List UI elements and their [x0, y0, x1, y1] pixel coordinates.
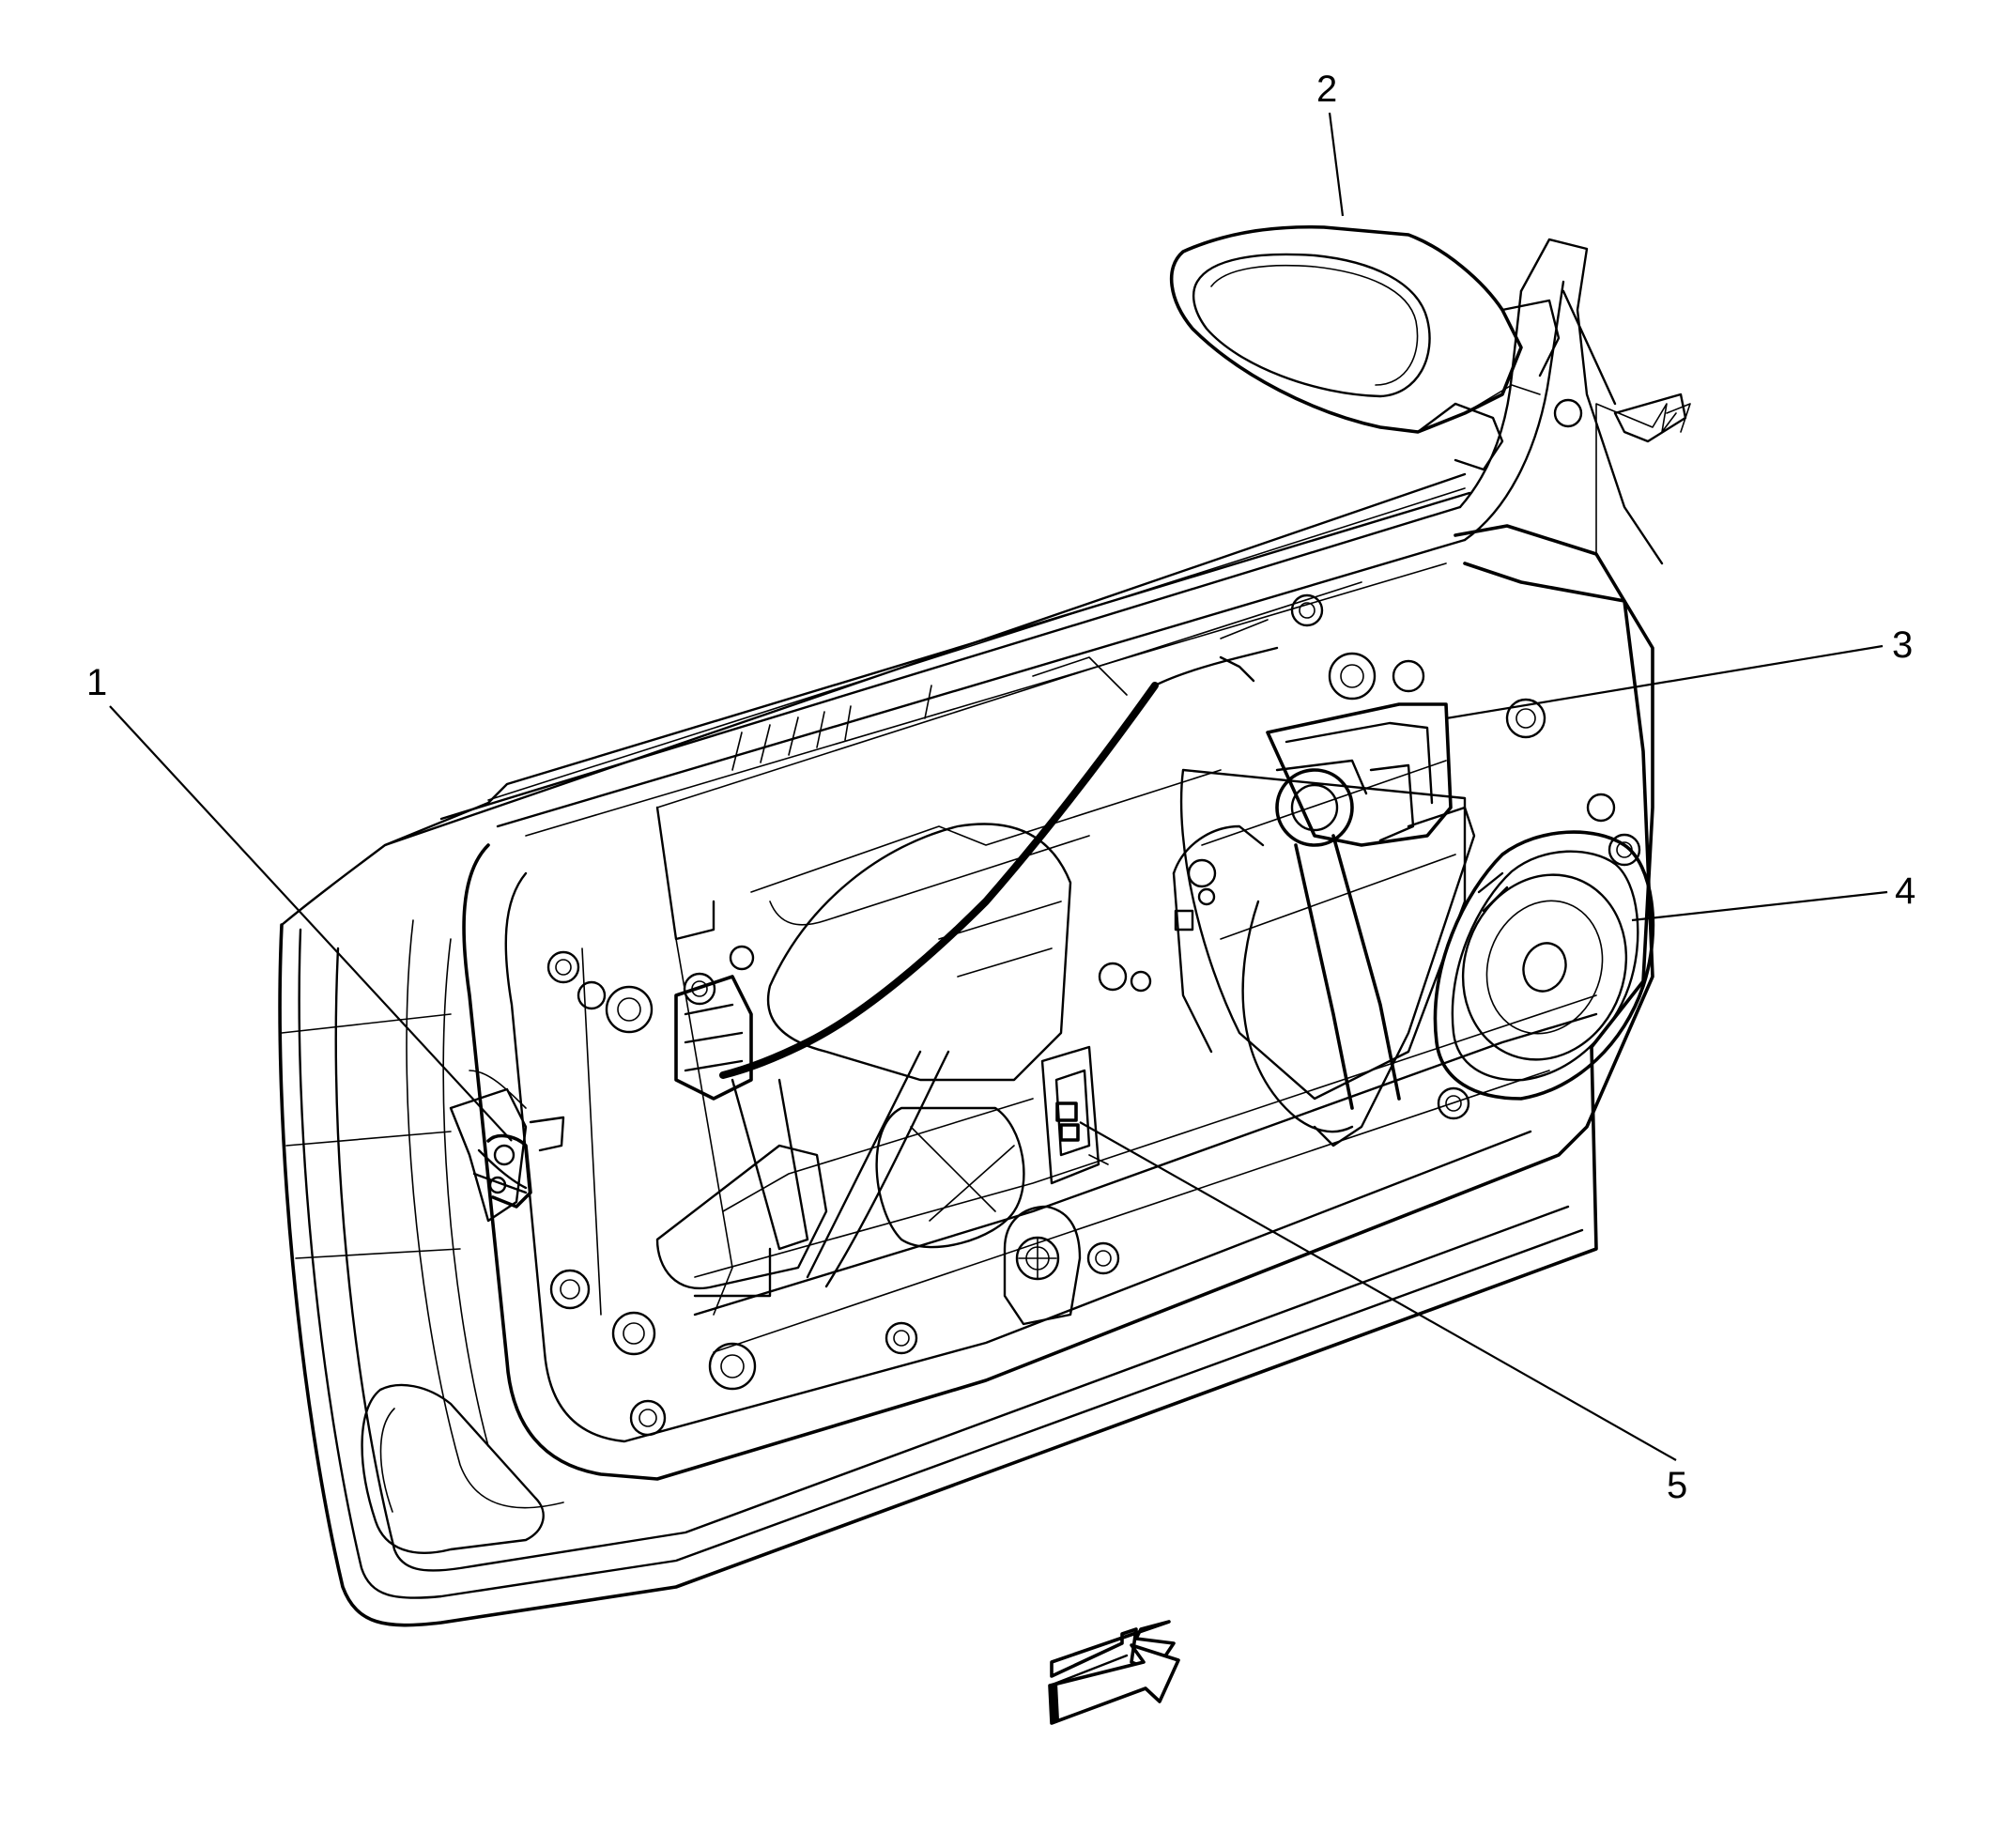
wiring-harness	[719, 646, 1279, 1079]
leader-line-3	[1445, 644, 1884, 720]
callout-2: 2	[1316, 69, 1337, 110]
door-outer-shell	[278, 491, 1654, 1627]
window-regulator	[1172, 702, 1476, 1147]
leader-lines	[109, 112, 1888, 1461]
front-direction-arrow-icon	[1048, 1620, 1180, 1725]
door-harness-connector	[1040, 1045, 1109, 1185]
beltline-frame	[383, 238, 1691, 847]
callout-1: 1	[86, 662, 107, 703]
callout-5: 5	[1667, 1465, 1687, 1506]
inner-door-panel	[449, 562, 1654, 1481]
regulator-bracket-front	[674, 975, 950, 1298]
leader-line-1	[109, 705, 513, 1142]
mounting-holes	[546, 398, 1641, 1437]
vent-grille	[1003, 1205, 1082, 1326]
door-speaker	[1433, 830, 1655, 1101]
door-lock-latch	[486, 1116, 565, 1209]
callout-4: 4	[1895, 870, 1915, 912]
leader-line-4	[1631, 890, 1888, 922]
callout-labels: 1 2 3 4 5	[86, 69, 1915, 1506]
leader-line-2	[1328, 112, 1345, 217]
leader-line-5	[1079, 1121, 1677, 1461]
callout-3: 3	[1892, 624, 1913, 666]
outside-rearview-mirror	[1169, 224, 1561, 471]
